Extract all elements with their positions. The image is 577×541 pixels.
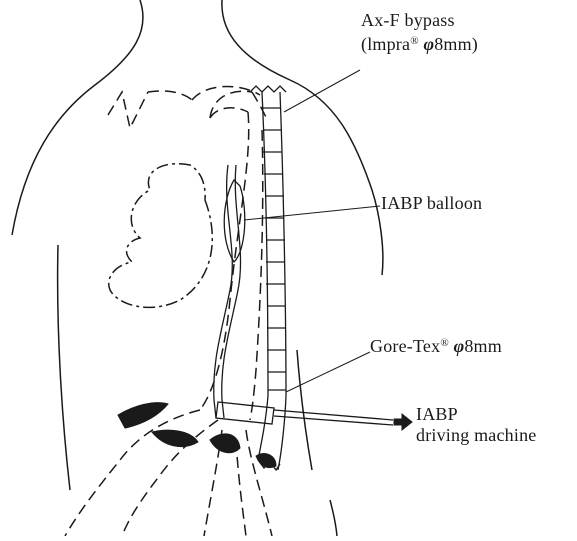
axf-registered-mark: ®	[410, 35, 419, 47]
heart-outline	[109, 164, 213, 308]
label-iabp-line1: IABP	[416, 404, 536, 425]
goretex-size: 8mm	[464, 336, 502, 356]
descending-aorta-right	[250, 130, 263, 420]
shade-left	[118, 403, 168, 428]
label-iabp-balloon: IABP balloon	[381, 193, 482, 214]
iliac-left-outer	[65, 410, 200, 536]
label-iabp-driving-machine: IABP driving machine	[416, 404, 536, 446]
iabp-catheter-left	[214, 165, 233, 418]
label-axf-bypass: Ax-F bypass (lmpra® φ8mm)	[361, 10, 478, 55]
leader-axf	[284, 70, 360, 112]
iliac-right-1	[246, 430, 272, 536]
drive-arrow	[394, 414, 412, 430]
label-goretex: Gore-Tex® φ8mm	[370, 333, 502, 357]
aortic-arch-inner	[210, 108, 248, 118]
label-iabp-line2: driving machine	[416, 425, 536, 446]
axf-phi-symbol: φ	[423, 34, 434, 54]
shade-mid	[152, 430, 198, 446]
right-arm-line	[297, 350, 312, 470]
goretex-registered-mark: ®	[440, 337, 449, 349]
leader-balloon	[244, 206, 380, 220]
body-outline-right	[222, 0, 383, 275]
body-outline-left	[12, 0, 143, 235]
body-lower-right	[330, 500, 337, 536]
goretex-phi-symbol: φ	[454, 336, 465, 356]
left-arm-line	[58, 245, 70, 490]
axf-size: 8mm)	[434, 34, 478, 54]
axf-material: (lmpra	[361, 34, 410, 54]
label-axf-line2: (lmpra® φ8mm)	[361, 31, 478, 55]
iliac-right-2	[236, 440, 246, 536]
shade-center	[210, 434, 240, 453]
drive-tube-lower	[274, 416, 393, 425]
label-axf-line1: Ax-F bypass	[361, 10, 478, 31]
anastomosis-top	[250, 86, 286, 92]
descending-aorta-left	[200, 112, 249, 410]
drive-tube-upper	[274, 410, 393, 420]
aortic-arch-outer	[192, 86, 260, 100]
goretex-name: Gore-Tex	[370, 336, 440, 356]
